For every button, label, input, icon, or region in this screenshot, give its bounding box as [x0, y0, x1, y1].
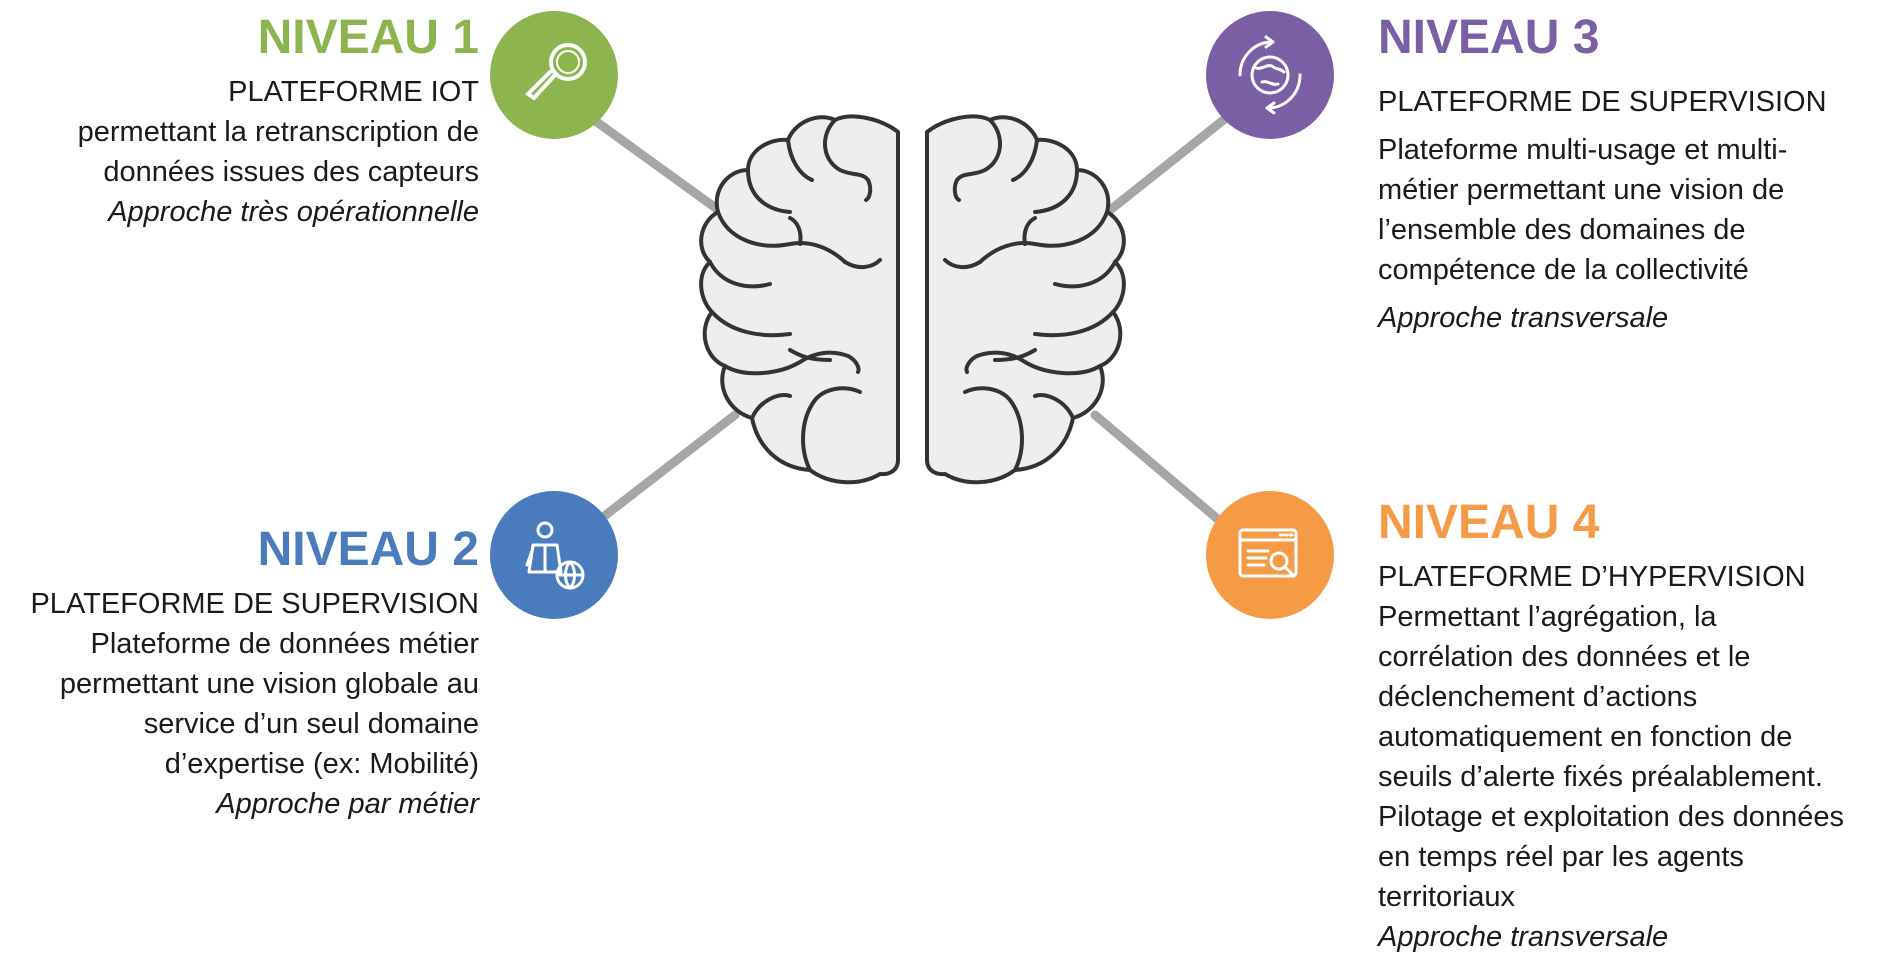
level3-line: l’ensemble des domaines de	[1378, 214, 1746, 246]
level2-line: d’expertise (ex: Mobilité)	[164, 748, 479, 780]
level3-line: métier permettant une vision de	[1378, 174, 1785, 206]
level4-line: territoriaux	[1378, 881, 1515, 913]
level1-line: données issues des capteurs	[103, 156, 479, 188]
level4-line: en temps réel par les agents	[1378, 841, 1744, 873]
level2-line: Plateforme de données métier	[90, 628, 480, 660]
level3-line: Plateforme multi-usage et multi-	[1378, 134, 1788, 166]
level3-title: NIVEAU 3	[1378, 11, 1600, 64]
globe-refresh-icon	[1238, 35, 1302, 115]
level3-subtitle: PLATEFORME DE SUPERVISION	[1378, 86, 1827, 118]
level2-approach: Approche par métier	[216, 788, 479, 820]
brain-icon	[699, 114, 1126, 485]
level4-line: Pilotage et exploitation des données	[1378, 801, 1844, 833]
level4-line: Permettant l’agrégation, la	[1378, 601, 1717, 633]
level3-line: compétence de la collectivité	[1378, 254, 1749, 286]
connector-lines	[549, 86, 1265, 560]
level3-approach: Approche transversale	[1378, 302, 1669, 334]
browser-search-icon	[1238, 528, 1298, 578]
level4-line: automatiquement en fonction de	[1378, 721, 1793, 753]
level1-subtitle: PLATEFORME IOT	[228, 76, 479, 108]
level4-title: NIVEAU 4	[1378, 496, 1600, 549]
brain-folds-right	[943, 118, 1117, 472]
level2-title: NIVEAU 2	[257, 523, 479, 576]
level4-badge	[1206, 491, 1334, 619]
level2-badge	[490, 491, 618, 619]
level1-line: permettant la retranscription de	[77, 116, 479, 148]
level4-approach: Approche transversale	[1378, 921, 1669, 953]
level4-line: seuils d’alerte fixés préalablement.	[1378, 761, 1823, 793]
level4-block: NIVEAU 4 PLATEFORME D’HYPERVISION Permet…	[1378, 495, 1844, 957]
level1-approach: Approche très opérationnelle	[108, 196, 479, 228]
level4-line: déclenchement d’actions	[1378, 681, 1698, 713]
level3-badge	[1206, 11, 1334, 139]
level2-line: permettant une vision globale au	[59, 668, 479, 700]
level2-block: NIVEAU 2 PLATEFORME DE SUPERVISION Plate…	[30, 522, 479, 824]
brain-folds-left	[708, 118, 882, 472]
level1-badge	[490, 11, 618, 139]
businessman-globe-icon	[525, 521, 585, 590]
level1-title: NIVEAU 1	[257, 11, 479, 64]
level2-circle	[490, 491, 618, 619]
level4-subtitle: PLATEFORME D’HYPERVISION	[1378, 561, 1806, 593]
level4-line: corrélation des données et le	[1378, 641, 1751, 673]
level1-block: NIVEAU 1 PLATEFORME IOT permettant la re…	[78, 10, 479, 232]
magnifier-icon	[524, 43, 587, 101]
level4-circle	[1206, 491, 1334, 619]
level3-block: NIVEAU 3 PLATEFORME DE SUPERVISION Plate…	[1378, 10, 1827, 338]
level2-line: service d’un seul domaine	[143, 708, 479, 740]
level2-subtitle: PLATEFORME DE SUPERVISION	[30, 588, 479, 620]
level3-circle	[1206, 11, 1334, 139]
